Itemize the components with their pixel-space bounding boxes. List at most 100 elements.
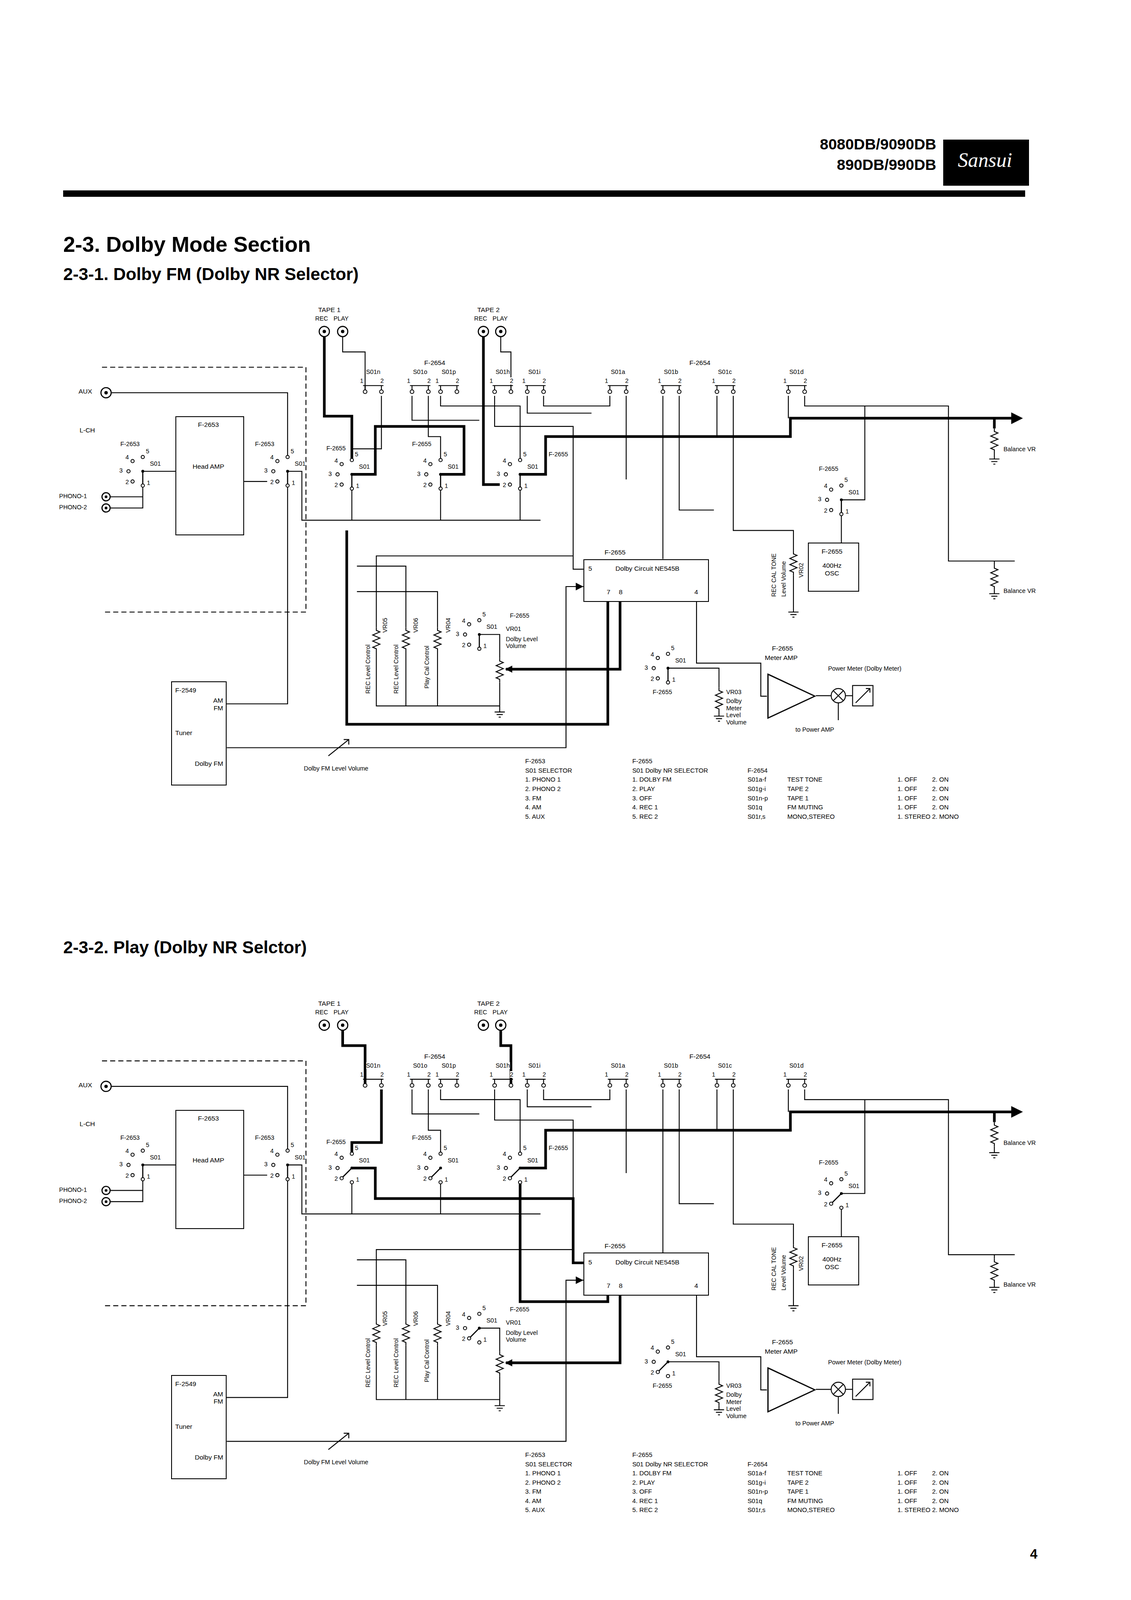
switch-contact: [340, 462, 344, 466]
switch-position: 1: [483, 1335, 487, 1343]
switch-position: 3: [416, 470, 421, 478]
switch-name: S01: [848, 488, 860, 496]
table-cell: 4. AM: [525, 803, 542, 811]
switch-name: S01n: [366, 1061, 381, 1069]
switch-pivot: [286, 1163, 290, 1167]
ground-symbol: [788, 612, 799, 618]
switch-title: F-2653: [120, 1133, 140, 1141]
table-cell: 1. OFF: [897, 794, 918, 802]
switch-contact: [802, 1083, 807, 1088]
wire: [494, 1089, 584, 1263]
switch-position: 2: [455, 1070, 460, 1078]
wire: [840, 513, 842, 543]
switch-contact: [428, 462, 433, 466]
switch-contact: [131, 1173, 135, 1177]
label: Dolby FM Level Volume: [303, 764, 369, 772]
slide-switch: [607, 1078, 629, 1084]
switch-contact: [275, 459, 280, 463]
label: PHONO-1: [59, 1186, 88, 1193]
switch-contact: [438, 1083, 443, 1088]
signal-connector: [696, 601, 767, 697]
signal-connector: [696, 1295, 767, 1390]
table-cell: F-2655: [632, 1451, 653, 1459]
wire: [993, 589, 995, 594]
jack-symbol: [478, 326, 489, 337]
switch-contact: [275, 479, 280, 484]
resistor-symbol: [990, 428, 998, 453]
label: REC: [474, 1008, 487, 1016]
switch-position: 5: [443, 1144, 447, 1152]
table-cell: 2. PHONO 2: [525, 1478, 561, 1487]
switch-position: 2: [625, 377, 629, 385]
switch-pivot: [839, 1191, 843, 1195]
ground-symbol: [494, 1405, 505, 1411]
model-number: 890DB/990DB: [836, 156, 937, 174]
table-cell: S01g-i: [747, 1478, 767, 1487]
label: TAPE 2: [477, 999, 500, 1008]
switch-contact: [285, 1177, 290, 1181]
switch-position: 1: [435, 1070, 439, 1078]
table-cell: S01r,s: [747, 813, 766, 821]
slide-switch: [410, 1078, 431, 1084]
slide-switch: [660, 1078, 682, 1084]
switch-name: S01: [486, 623, 498, 630]
dashed-board-outline: [102, 367, 307, 612]
switch-position: 4: [125, 1147, 129, 1155]
node-text: F-2655: [772, 1337, 793, 1346]
label: L-CH: [79, 1119, 95, 1128]
wire: [787, 395, 789, 419]
ground-symbol: [788, 1305, 799, 1311]
switch-contact: [275, 1152, 280, 1157]
switch-contact: [340, 1176, 344, 1180]
switch-position: 5: [670, 644, 675, 652]
resistor-symbol: [715, 687, 723, 712]
label: Dolby Level Volume: [505, 1329, 545, 1344]
switch-contact: [518, 486, 522, 491]
slide-switch: [438, 385, 460, 390]
switch-position: 2: [625, 1070, 629, 1078]
switch-position: 3: [119, 466, 123, 474]
switch-wiper: [351, 474, 353, 487]
wire: [527, 1089, 592, 1107]
amplifier-outline: [767, 673, 815, 718]
wire: [993, 452, 995, 459]
rotated-label: Play Cal Control: [424, 1338, 431, 1382]
slide-switch: [363, 1078, 384, 1084]
switch-position: 5: [670, 1337, 675, 1345]
resistor-symbol: [715, 1380, 723, 1406]
switch-position: 4: [462, 1310, 466, 1318]
switch-contact: [477, 647, 481, 651]
switch-contact: [438, 486, 443, 491]
node-text: Head AMP: [190, 462, 227, 471]
node-text: Dolby FM: [184, 1453, 224, 1461]
ground-symbol: [714, 715, 725, 721]
switch-contact: [467, 622, 471, 627]
signal-path: [324, 336, 353, 461]
switch-name: S01: [294, 1153, 306, 1161]
wire: [662, 1089, 664, 1253]
switch-contact: [126, 469, 131, 473]
switch-contact: [715, 389, 720, 394]
table-cell: 1. OFF: [897, 1497, 918, 1505]
switch-contact: [271, 1163, 276, 1167]
switch-pivot: [839, 498, 843, 502]
switch-position: 3: [264, 466, 268, 474]
switch-contact: [454, 1083, 459, 1088]
dolby-circuit-box: F-2655Dolby Circuit NE545B5784: [583, 1252, 709, 1295]
switch-name: S01o: [413, 1061, 428, 1069]
wire: [411, 395, 480, 420]
slide-switch: [492, 385, 514, 390]
wire: [679, 1089, 714, 1204]
jack-pin: [481, 329, 486, 334]
oscillator-box: F-2655400Hz OSC: [807, 1235, 860, 1286]
table-cell: 2. ON: [932, 1497, 949, 1505]
switch-position: 1: [604, 1070, 609, 1078]
table-cell: 1. DOLBY FM: [632, 1469, 672, 1477]
label: REC: [474, 314, 487, 322]
table-cell: 5. AUX: [525, 1506, 546, 1514]
switch-position: 5: [523, 1144, 527, 1152]
switch-pivot: [439, 1166, 443, 1170]
switch-contact: [666, 680, 670, 685]
switch-contact: [525, 1083, 530, 1088]
signal-path: [351, 1089, 382, 1154]
